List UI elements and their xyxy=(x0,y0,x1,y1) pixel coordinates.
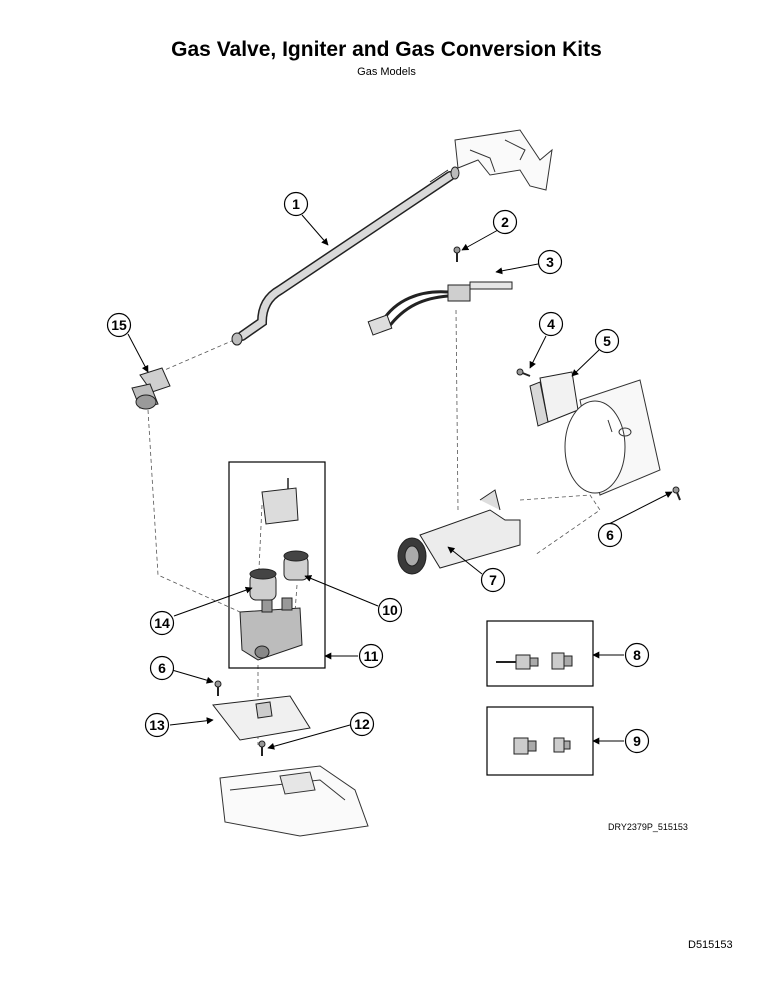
callout-5: 5 xyxy=(594,328,620,354)
lp-orifice-kit xyxy=(496,652,573,670)
burner-tube xyxy=(397,489,521,575)
svg-text:9: 9 xyxy=(633,733,641,749)
burner-housing xyxy=(564,379,661,496)
gas-valve xyxy=(239,597,303,661)
svg-text:6: 6 xyxy=(158,660,166,676)
svg-text:5: 5 xyxy=(603,333,611,349)
coil-bracket xyxy=(261,478,299,525)
conversion-kit-box-8 xyxy=(486,620,594,687)
drawing-number: DRY2379P_515153 xyxy=(608,822,688,832)
cabinet-fragment xyxy=(454,129,553,191)
callout-8: 8 xyxy=(624,642,650,668)
burner-screw xyxy=(672,486,681,501)
elbow-fitting xyxy=(131,367,171,410)
callout-9: 9 xyxy=(624,728,650,754)
base-fragment xyxy=(219,765,369,837)
svg-text:8: 8 xyxy=(633,647,641,663)
svg-text:13: 13 xyxy=(149,717,165,733)
svg-text:12: 12 xyxy=(354,716,370,732)
svg-text:11: 11 xyxy=(364,648,379,664)
svg-text:1: 1 xyxy=(292,196,300,212)
diagram-subtitle: Gas Models xyxy=(357,66,416,78)
diagram-title: Gas Valve, Igniter and Gas Conversion Ki… xyxy=(171,38,602,61)
assembly-guide-lines xyxy=(147,309,621,745)
callout-11: 11 xyxy=(358,643,384,669)
svg-text:3: 3 xyxy=(546,254,554,270)
callout-6-left: 6 xyxy=(149,655,175,681)
callout-6-right: 6 xyxy=(597,522,623,548)
valve-screw xyxy=(214,680,222,696)
svg-text:10: 10 xyxy=(382,602,398,618)
svg-text:7: 7 xyxy=(489,572,497,588)
bracket-screw-lower xyxy=(258,740,266,756)
valve-kit-box xyxy=(228,461,326,669)
gas-supply-pipe xyxy=(231,166,460,346)
igniter-bracket xyxy=(529,371,579,427)
callout-2: 2 xyxy=(492,209,518,235)
bracket-screw xyxy=(516,368,531,377)
callout-1: 1 xyxy=(283,191,309,217)
callout-7: 7 xyxy=(480,567,506,593)
callout-13: 13 xyxy=(144,712,170,738)
svg-text:6: 6 xyxy=(606,527,614,543)
natural-gas-orifice-kit xyxy=(513,737,571,755)
callout-leaders xyxy=(127,214,673,750)
svg-text:4: 4 xyxy=(547,316,555,332)
svg-text:14: 14 xyxy=(154,615,170,631)
conversion-kit-box-9 xyxy=(486,706,594,776)
callout-3: 3 xyxy=(537,249,563,275)
callout-4: 4 xyxy=(538,311,564,337)
document-number: D515153 xyxy=(688,939,733,951)
callout-12: 12 xyxy=(349,711,375,737)
callout-15: 15 xyxy=(106,312,132,338)
callout-10: 10 xyxy=(377,597,403,623)
callout-14: 14 xyxy=(149,610,175,636)
svg-text:15: 15 xyxy=(111,317,127,333)
igniter-with-harness xyxy=(367,281,513,336)
svg-text:2: 2 xyxy=(501,214,509,230)
coil-right xyxy=(283,550,309,581)
valve-bracket xyxy=(212,695,311,741)
coil-left xyxy=(249,568,277,601)
igniter-screw xyxy=(453,246,461,262)
